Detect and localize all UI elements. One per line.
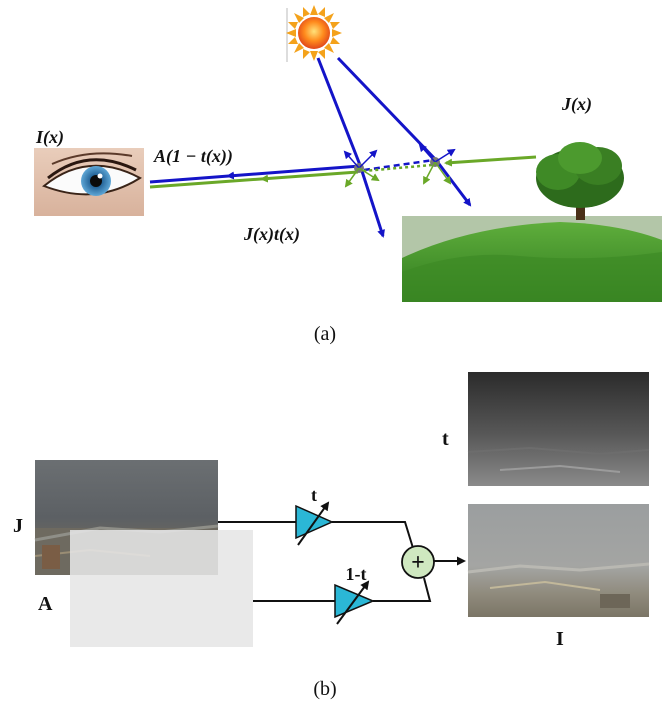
label-airlight: A(1 − t(x)) [153, 146, 233, 167]
label-scene-radiance: J(x) [561, 94, 592, 115]
label-amp-t: t [311, 485, 317, 505]
eye-image [34, 148, 144, 216]
panel-a: I(x) A(1 − t(x)) J(x)t(x) J(x) (a) [34, 5, 662, 345]
amplifier-t [295, 501, 334, 546]
label-J: J [13, 515, 23, 537]
sum-symbol: + [411, 550, 425, 576]
label-A: A [38, 593, 53, 615]
scatter-particle-1 [343, 149, 380, 188]
label-direct-attenuation: J(x)t(x) [243, 224, 300, 245]
sun-icon [286, 5, 342, 62]
transmission-map-image [467, 372, 650, 486]
label-transmission-map: t [442, 428, 449, 450]
caption-a: (a) [314, 323, 336, 345]
label-amp-1-minus-t: 1-t [346, 564, 367, 584]
hazy-image-output [467, 504, 650, 617]
label-observed-intensity: I(x) [35, 127, 64, 148]
tree-landscape-image [402, 142, 662, 302]
atmospheric-light-panel [70, 530, 253, 647]
panel-b: + J A t I t 1-t (b) [13, 372, 650, 700]
label-I: I [556, 628, 564, 650]
amplifier-1-minus-t [334, 580, 375, 625]
caption-b: (b) [313, 678, 336, 700]
scatter-particle-2 [418, 143, 456, 185]
summation-node: + [401, 545, 435, 579]
